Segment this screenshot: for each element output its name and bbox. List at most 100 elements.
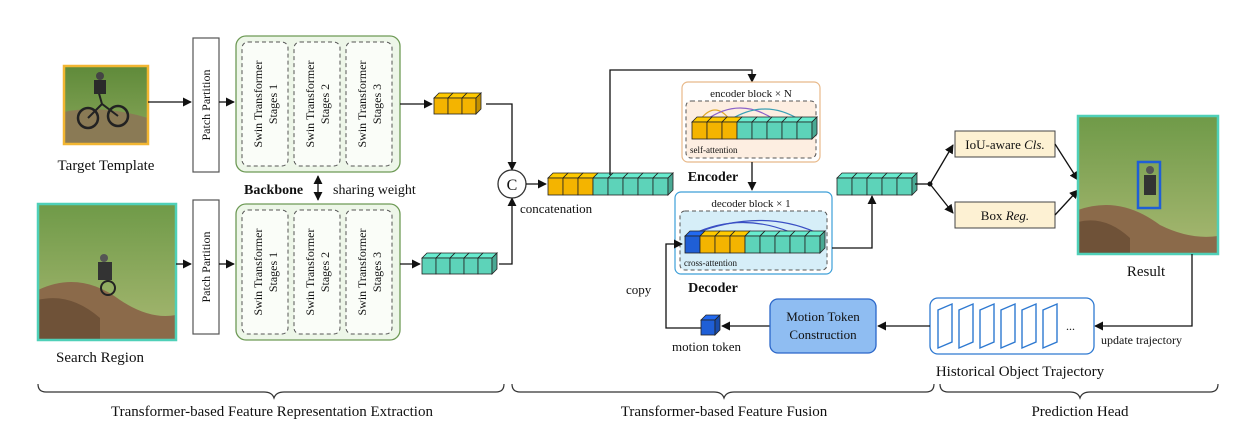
- target-template-caption: Target Template: [58, 158, 155, 174]
- result-caption: Result: [1127, 264, 1166, 280]
- brace-prediction: [939, 383, 1219, 400]
- decoder-token: [744, 230, 766, 254]
- arrow-branch-to-reg: [929, 183, 954, 214]
- stage3-bottom-line2: Stages 3: [370, 252, 384, 292]
- trajectory-frame: [979, 302, 995, 350]
- concatenated-tokens: [547, 172, 674, 196]
- update-trajectory-label: update trajectory: [1101, 333, 1182, 347]
- concat-node: C: [497, 169, 527, 199]
- patch-partition-bottom: Patch Partition: [192, 199, 220, 335]
- result-image: [1076, 114, 1220, 256]
- trajectory-frames: [937, 302, 1058, 350]
- copy-label: copy: [626, 282, 652, 297]
- arrow-decoder-to-head-tokens: [832, 195, 877, 249]
- historical-trajectory-label: Historical Object Trajectory: [936, 364, 1105, 380]
- patch-partition-bottom-label: Patch Partition: [199, 232, 213, 303]
- self-attention-arc-3: [729, 108, 801, 121]
- trajectory-frame: [1021, 302, 1037, 350]
- encoder-label: Encoder: [688, 170, 739, 185]
- backbone-top: Swin Transformer Stages 1 Swin Transform…: [235, 35, 401, 173]
- stage3-bottom-line1: Swin Transformer: [355, 228, 369, 315]
- stage3-top-line1: Swin Transformer: [355, 60, 369, 147]
- encoder-token: [691, 116, 713, 140]
- trajectory-frame: [937, 302, 953, 350]
- arrow-cls-to-result: [1054, 143, 1079, 181]
- concat-token: [652, 172, 674, 196]
- encoder-token: [766, 116, 788, 140]
- search-region-image: [36, 202, 178, 342]
- patch-partition-top-label: Patch Partition: [199, 70, 213, 141]
- stage2-top-line1: Swin Transformer: [303, 60, 317, 147]
- template-feature-tokens: [433, 92, 482, 115]
- cross-attention-arc-2: [692, 219, 816, 235]
- concat-token: [592, 172, 614, 196]
- decoder-block-label: decoder block × 1: [711, 198, 790, 210]
- encoder-block-label: encoder block × N: [710, 88, 792, 100]
- result-bounding-box: [1136, 160, 1162, 210]
- encoder-token: [736, 116, 758, 140]
- patch-partition-top: Patch Partition: [192, 37, 220, 173]
- decoder-token: [804, 230, 826, 254]
- box-reg-box: Box Reg.: [954, 201, 1056, 229]
- sharing-weight-label: sharing weight: [333, 183, 416, 198]
- arrow-search-to-concat: [499, 197, 517, 265]
- motion-token-cube: [700, 314, 721, 336]
- search-feature-tokens: [421, 252, 498, 275]
- historical-trajectory-box: ...: [929, 297, 1095, 355]
- concat-token: [607, 172, 629, 196]
- search-feature-token: [435, 252, 456, 275]
- stage1-top-line2: Stages 1: [266, 84, 280, 124]
- search-feature-token: [449, 252, 470, 275]
- head-input-token: [881, 172, 903, 196]
- search-feature-token: [421, 252, 442, 275]
- brace-fusion: [511, 383, 935, 400]
- box-reg-label: Box Reg.: [981, 208, 1029, 223]
- arrow-motion-token-copy: [665, 239, 701, 329]
- motion-construction-line2: Construction: [789, 327, 857, 342]
- trajectory-frame: [1000, 302, 1016, 350]
- arrow-update-trajectory: [1094, 254, 1193, 331]
- arrow-tokens-to-encoder: [609, 69, 757, 175]
- search-region-caption: Search Region: [56, 350, 144, 366]
- motion-token-label: motion token: [672, 339, 741, 354]
- concat-label: concatenation: [520, 201, 593, 216]
- concat-token: [622, 172, 644, 196]
- decoder-tokens: [684, 230, 826, 254]
- stage2-bottom-line2: Stages 2: [318, 252, 332, 292]
- decoder-token: [789, 230, 811, 254]
- motion-token: [700, 314, 721, 336]
- cross-attention-label: cross-attention: [684, 258, 737, 268]
- motion-construction-line1: Motion Token: [786, 309, 860, 324]
- stage2-top-line2: Stages 2: [318, 84, 332, 124]
- section-fusion-label: Transformer-based Feature Fusion: [621, 404, 828, 420]
- arrow-branch-to-cls: [929, 144, 954, 185]
- trajectory-dots: ...: [1066, 319, 1075, 333]
- encoder-token: [706, 116, 728, 140]
- head-input-token: [896, 172, 918, 196]
- backbone-bottom: Swin Transformer Stages 1 Swin Transform…: [235, 203, 401, 341]
- decoder-token: [699, 230, 721, 254]
- backbone-label: Backbone: [244, 183, 303, 198]
- template-feature-token: [461, 92, 482, 115]
- encoder-tokens: [691, 116, 818, 140]
- brace-extraction: [37, 383, 505, 400]
- section-prediction-label: Prediction Head: [1031, 404, 1129, 420]
- decoder-label: Decoder: [688, 281, 738, 296]
- arrow-reg-to-result: [1054, 189, 1079, 216]
- head-input-tokens: [836, 172, 918, 196]
- decoder-token: [714, 230, 736, 254]
- concat-token: [577, 172, 599, 196]
- target-template-image: [62, 64, 150, 146]
- stage3-top-line2: Stages 3: [370, 84, 384, 124]
- stage1-bottom-line2: Stages 1: [266, 252, 280, 292]
- stage2-bottom-line1: Swin Transformer: [303, 228, 317, 315]
- motion-token-construction-box: Motion Token Construction: [769, 298, 877, 354]
- iou-cls-label: IoU-aware Cls.: [965, 137, 1044, 152]
- self-attention-arc-2: [705, 107, 776, 121]
- decoder-token: [774, 230, 796, 254]
- arrow-template-to-concat: [486, 103, 517, 171]
- trajectory-frame: [958, 302, 974, 350]
- concat-token: [547, 172, 569, 196]
